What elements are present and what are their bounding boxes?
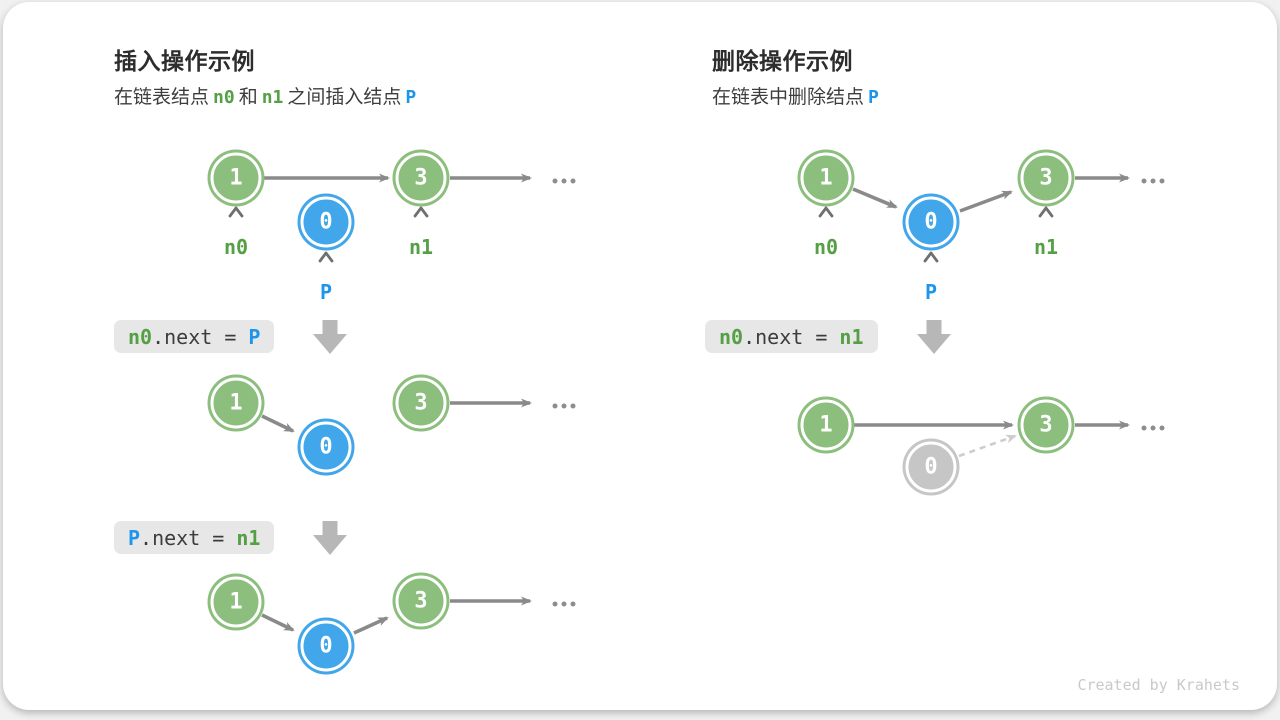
code-token: n1 <box>236 525 261 550</box>
code-token: n1 <box>839 324 864 349</box>
subtitle-token-n1: n1 <box>261 87 284 108</box>
node-3: 3 <box>395 152 447 204</box>
code-n0-next-p: n0.next = P <box>114 320 275 353</box>
node-1: 1 <box>210 152 262 204</box>
node-1: 1 <box>800 399 852 451</box>
node-p: 0 <box>300 620 352 672</box>
code-token: n0 <box>128 324 153 349</box>
ellipsis-icon <box>552 178 576 184</box>
node-p: 0 <box>300 421 352 473</box>
code-token: .next = <box>152 324 249 349</box>
node-3: 3 <box>1020 152 1072 204</box>
subtitle-text: 之间插入结点 <box>287 87 402 108</box>
node-p-removed: 0 <box>905 441 957 493</box>
label-n1: n1 <box>408 235 434 259</box>
delete-panel-title: 删除操作示例 <box>712 48 853 74</box>
ellipsis-icon <box>1141 178 1165 184</box>
subtitle-token-p: P <box>405 87 417 108</box>
label-p: P <box>924 280 938 304</box>
node-3: 3 <box>395 377 447 429</box>
code-token: P <box>128 525 141 550</box>
code-p-next-n1: P.next = n1 <box>114 521 275 554</box>
node-p: 0 <box>300 196 352 248</box>
node-1: 1 <box>800 152 852 204</box>
node-3: 3 <box>395 575 447 627</box>
code-token: .next = <box>140 525 237 550</box>
code-token: .next = <box>743 324 840 349</box>
ellipsis-icon <box>552 403 576 409</box>
subtitle-token-p: P <box>868 87 879 108</box>
code-token: P <box>248 324 261 349</box>
subtitle-token-n0: n0 <box>213 87 235 108</box>
node-1: 1 <box>210 576 262 628</box>
label-n1: n1 <box>1033 235 1059 259</box>
credit-text: Created by Krahets <box>1077 676 1240 694</box>
code-token: n0 <box>719 324 744 349</box>
label-n0: n0 <box>813 235 839 259</box>
subtitle-text: 在链表中删除结点 <box>712 87 865 108</box>
label-p: P <box>319 280 333 304</box>
code-n0-next-n1: n0.next = n1 <box>705 320 878 353</box>
node-1: 1 <box>210 377 262 429</box>
ellipsis-icon <box>1141 425 1165 431</box>
insert-panel-title: 插入操作示例 <box>114 48 255 74</box>
node-3: 3 <box>1020 399 1072 451</box>
subtitle-text: 在链表结点 <box>114 87 210 108</box>
subtitle-text: 和 <box>238 87 258 108</box>
ellipsis-icon <box>552 601 576 607</box>
label-n0: n0 <box>223 235 249 259</box>
node-p: 0 <box>905 196 957 248</box>
